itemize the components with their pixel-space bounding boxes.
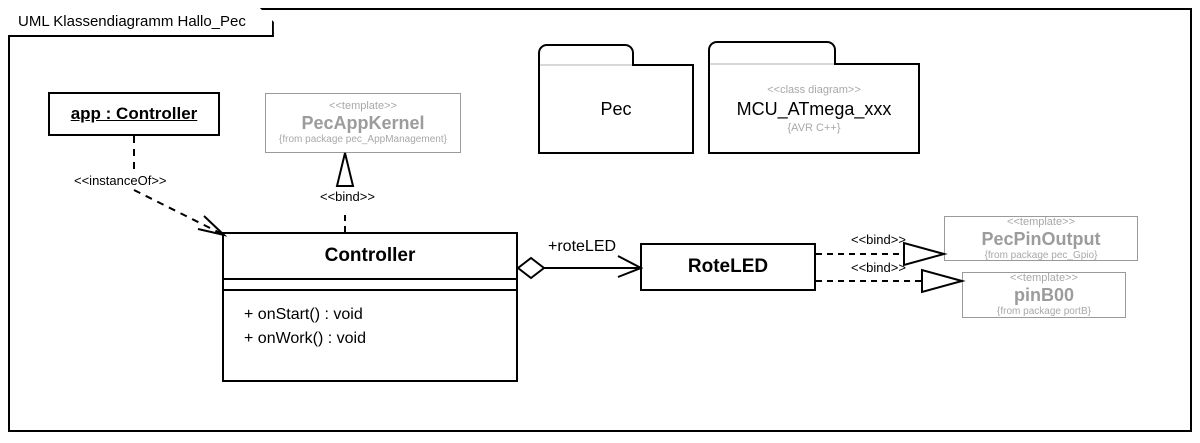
tagged-value-label: {from package portB} [997,306,1091,317]
class-controller[interactable]: Controller + onStart() : void + onWork()… [222,232,518,382]
operation-item: + onStart() : void [244,306,363,323]
template-class-name: PecPinOutput [981,228,1101,249]
package-name: MCU_ATmega_xxx [736,98,892,119]
class-roteled[interactable]: RoteLED [640,243,816,291]
package-tab [708,41,836,63]
tagged-value-label: {from package pec_Gpio} [984,249,1098,261]
diagram-frame-tab: UML Klassendiagramm Hallo_Pec [8,8,274,37]
class-operations-compartment: + onStart() : void + onWork() : void [224,291,516,380]
class-name-label: Controller [324,245,416,266]
tagged-value-label: {AVR C++} [787,121,841,134]
template-class-pecpinoutput[interactable]: <<template>> PecPinOutput {from package … [944,216,1138,261]
relationship-label-bind-pinb00: <<bind>> [851,260,906,275]
class-name-label: RoteLED [687,256,769,277]
relationship-label-instanceof: <<instanceOf>> [74,173,167,188]
class-attributes-compartment [224,278,516,291]
diagram-title: UML Klassendiagramm Hallo_Pec [18,13,246,30]
template-class-pecappkernel[interactable]: <<template>> PecAppKernel {from package … [265,93,461,153]
package-body: <<class diagram>> MCU_ATmega_xxx {AVR C+… [708,63,920,154]
package-pec[interactable]: Pec [538,44,694,154]
package-tab [538,44,634,66]
relationship-label-bind-pinoutput: <<bind>> [851,232,906,247]
stereotype-label: <<template>> [1010,272,1078,284]
template-class-name: pinB00 [1013,285,1074,305]
stereotype-label: <<template>> [329,100,397,112]
instance-name-label: app : Controller [70,104,198,123]
template-class-name: PecAppKernel [301,113,425,133]
template-class-pinb00[interactable]: <<template>> pinB00 {from package portB} [962,272,1126,318]
package-name: Pec [600,99,632,119]
relationship-label-bind-kernel: <<bind>> [320,189,375,204]
package-tab-seam [710,63,834,65]
operation-item: + onWork() : void [244,330,366,347]
class-name-compartment: Controller [224,234,516,278]
tagged-value-label: {from package pec_AppManagement} [279,134,447,145]
package-tab-seam [540,64,632,66]
stereotype-label: <<class diagram>> [767,83,861,96]
package-mcu-atmega-xxx[interactable]: <<class diagram>> MCU_ATmega_xxx {AVR C+… [708,41,920,154]
relationship-label-roteled: +roteLED [548,238,617,255]
package-body: Pec [538,64,694,154]
instance-app-controller[interactable]: app : Controller [48,92,220,136]
stereotype-label: <<template>> [1007,215,1075,228]
